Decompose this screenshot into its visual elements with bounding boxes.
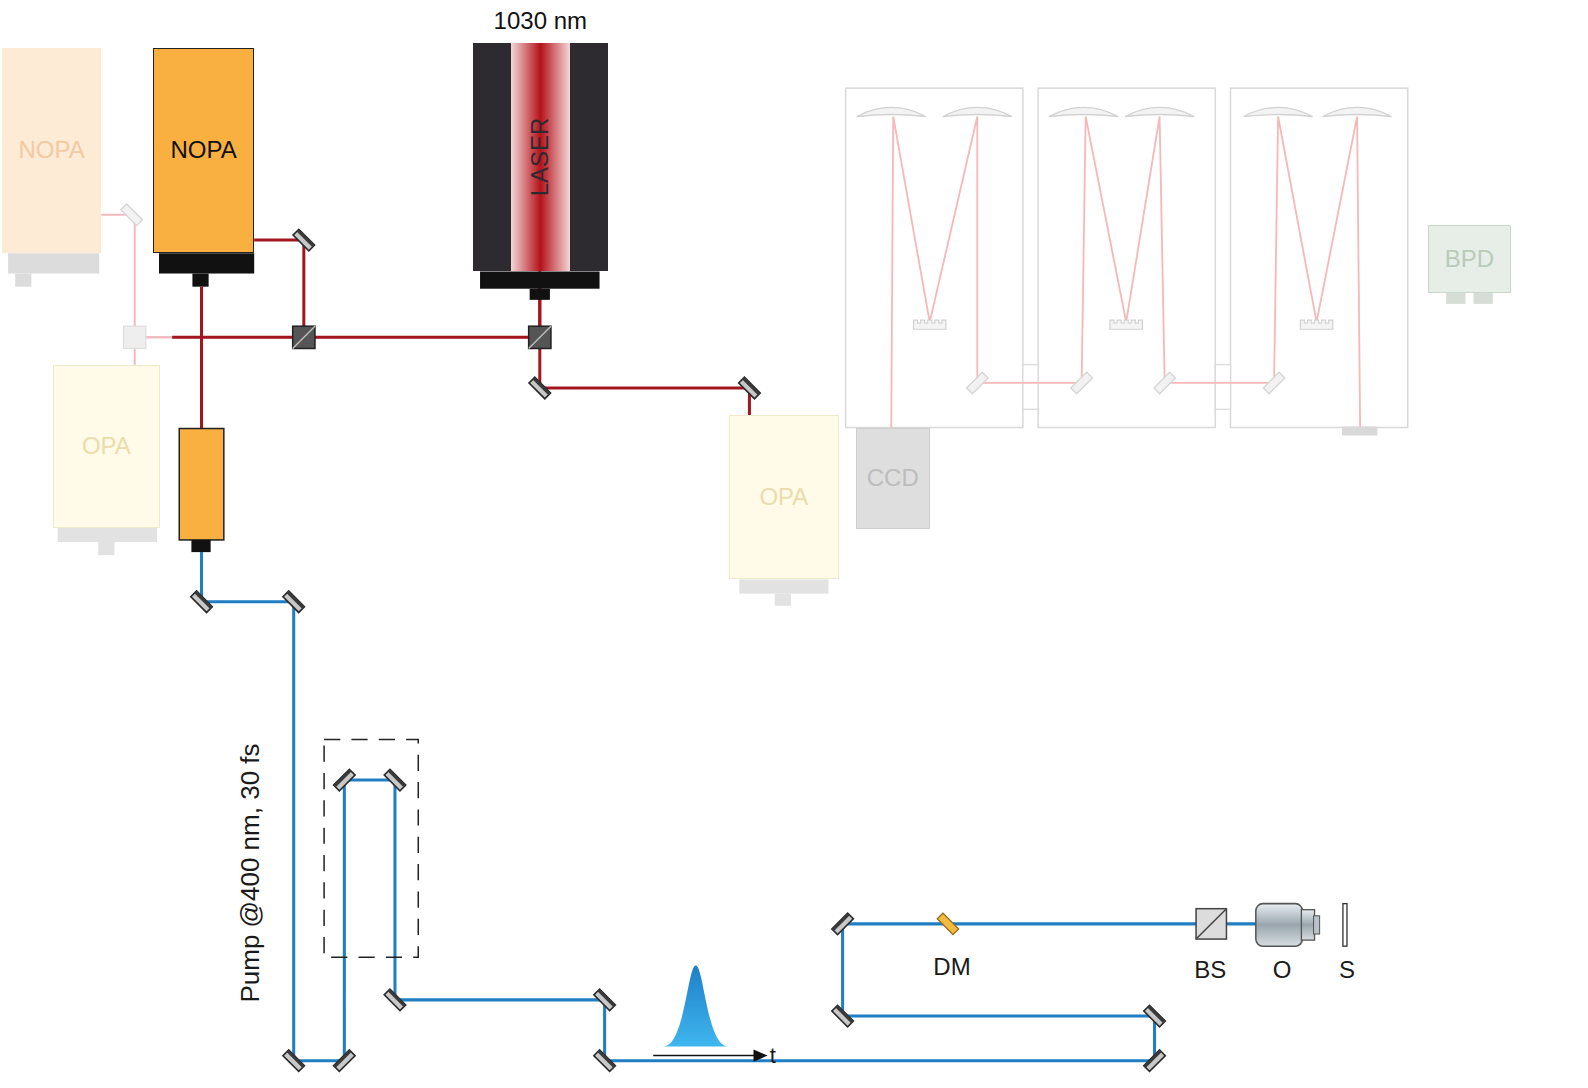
faded-cube: [124, 326, 146, 348]
box-label: BPD: [1445, 247, 1494, 271]
faded-opa-box: OPA: [729, 415, 838, 579]
shg-base: [191, 540, 210, 552]
box-label: CCD: [867, 466, 919, 490]
box-label: OPA: [759, 485, 808, 509]
pump-mirrors: [191, 591, 1165, 1071]
exit-port: [1342, 426, 1377, 435]
laser-source: 1030 nmLASER: [473, 43, 608, 272]
part-label: BS: [1194, 958, 1226, 982]
spectrometer-stages: [846, 88, 1408, 435]
box-label: NOPA: [19, 138, 85, 162]
pump-label: Pump @400 nm, 30 fs: [237, 744, 263, 1003]
wavelength-label: 1030 nm: [494, 9, 587, 33]
beamsplitter: [1196, 909, 1226, 939]
amplifier-box: NOPA: [153, 48, 254, 254]
camera-box: CCD: [856, 428, 930, 529]
housing-bases: [8, 253, 1493, 606]
time-axis: [653, 1055, 757, 1057]
sample-slide: [1343, 904, 1347, 947]
stage-housing: [1230, 88, 1407, 427]
faded-opa-box: OPA: [53, 365, 160, 528]
stage-housing: [846, 88, 1023, 427]
part-label: DM: [933, 955, 970, 979]
laser-beam: [135, 271, 540, 364]
delay-stage-outline: [324, 740, 418, 958]
spectrometer-beam: [891, 116, 1360, 427]
faded-amplifier-box: NOPA: [2, 48, 101, 254]
box-label: LASER: [528, 118, 552, 197]
part-label: S: [1339, 958, 1355, 982]
part-label: O: [1273, 958, 1292, 982]
stage-housing: [1038, 88, 1215, 427]
detector-box: BPD: [1428, 225, 1511, 293]
objective-lens: [1256, 904, 1320, 947]
dichroic-mirror: [937, 913, 958, 934]
box-label: NOPA: [170, 138, 236, 162]
time-arrowhead: [753, 1050, 767, 1062]
box-label: OPA: [82, 434, 131, 458]
stage-coupler: [1023, 365, 1038, 410]
laser-beam: [540, 271, 750, 415]
time-label: t: [770, 1045, 776, 1067]
red-beams: [172, 287, 304, 429]
pump-beam: [202, 552, 1256, 1061]
stage-coupler: [1215, 365, 1230, 410]
shg-unit: [179, 429, 224, 540]
pulse-shape: [663, 965, 728, 1046]
